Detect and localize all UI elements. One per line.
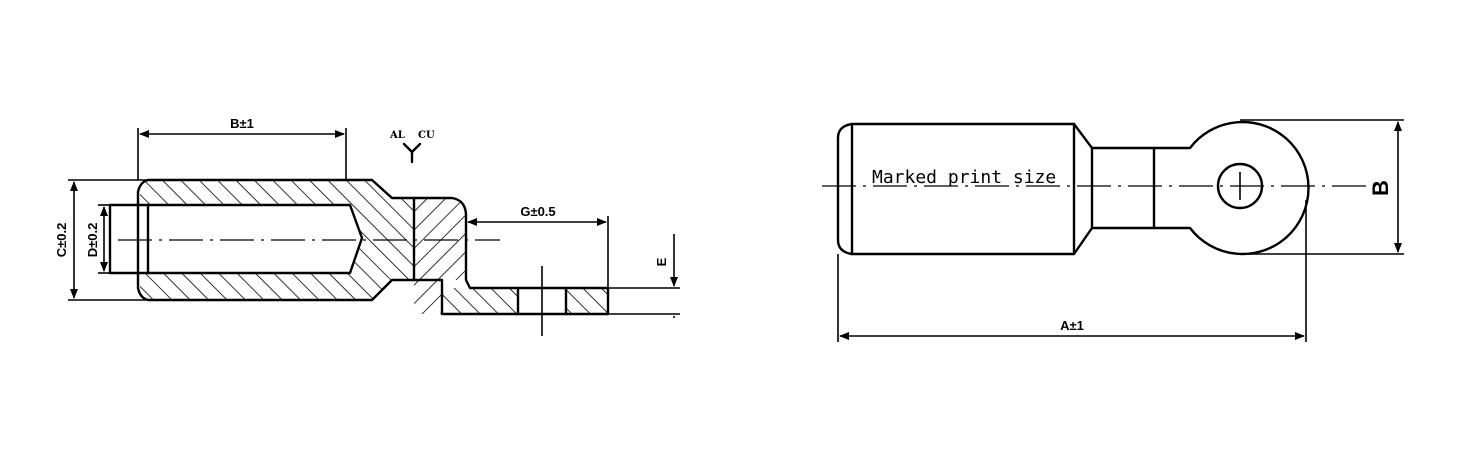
dim-e-label: E xyxy=(654,257,669,266)
dim-c-label: C±0.2 xyxy=(54,223,69,258)
marked-print-text: Marked print size xyxy=(872,167,1056,188)
palm-outline xyxy=(1152,120,1310,256)
dim-d-label: D±0.2 xyxy=(85,223,100,258)
dim-g-label: G±0.5 xyxy=(520,204,555,219)
barrel-outline xyxy=(836,122,1156,256)
dim-b-label: B±1 xyxy=(230,116,254,131)
sleeve-outline xyxy=(136,178,610,316)
palm-plate-hatch xyxy=(442,288,518,314)
material-al-label: AL xyxy=(389,130,405,141)
palm-plate-hatch-2 xyxy=(566,288,608,314)
material-y-symbol xyxy=(402,142,422,164)
palm-section xyxy=(414,198,466,314)
dim-a-label: A±1 xyxy=(1060,318,1084,333)
top-view: Marked print size A±1 B xyxy=(822,119,1404,342)
bore-outline xyxy=(108,203,364,275)
dim-b2-label: B xyxy=(1368,180,1393,196)
material-cu-label: CU xyxy=(418,130,435,141)
section-view: B±1 C±0.2 D±0.2 G±0.5 E AL CU xyxy=(54,116,680,336)
